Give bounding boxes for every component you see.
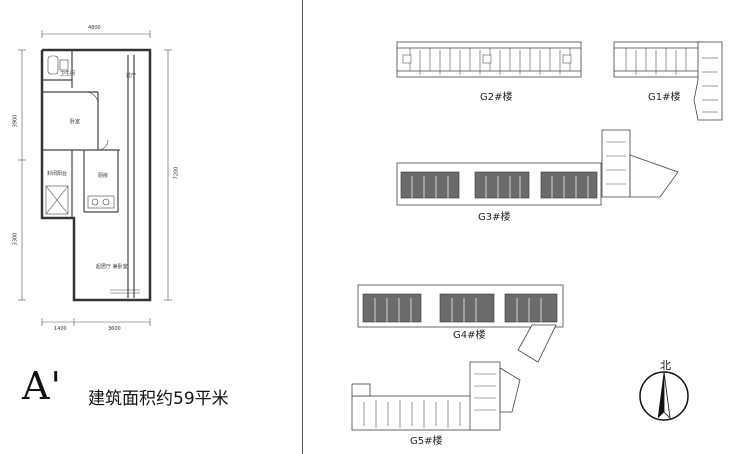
dim-right: 7200: [173, 166, 180, 180]
building-g3: [396, 129, 679, 206]
building-g2: [396, 41, 582, 78]
dim-left-upper: 3900: [12, 114, 19, 128]
g3-highlighted-units: [400, 171, 598, 199]
room-living: 起居厅 兼卧室: [96, 264, 128, 270]
building-g1: [613, 41, 723, 121]
window-marks: [110, 289, 140, 294]
g2-unit-cells: [402, 48, 572, 75]
room-bath: 卫生间: [60, 71, 76, 77]
kitchen-fixtures: [45, 185, 115, 215]
building-label-g1: G1#楼: [648, 92, 681, 103]
g1-unit-cells: [625, 48, 718, 113]
unit-floor-plan: [18, 30, 172, 326]
g3-unit-cells: [411, 176, 589, 198]
dim-top: 4800: [88, 25, 101, 31]
dim-left-lower: 3300: [12, 232, 19, 246]
north-compass: [639, 371, 689, 421]
unit-area-label: 建筑面积约59平米: [88, 389, 229, 409]
building-g4: [357, 284, 564, 363]
panel-divider: [302, 0, 303, 454]
compass-needle-light: [663, 371, 671, 420]
north-label: 北: [660, 359, 671, 372]
unit-type-label: A': [22, 364, 62, 408]
building-label-g2: G2#楼: [480, 92, 513, 103]
dim-bottom-right: 3600: [108, 326, 121, 332]
g4-unit-cells: [374, 298, 542, 322]
g4-highlighted-units: [362, 293, 558, 323]
g5-unit-cells: [363, 373, 496, 428]
compass-needle-dark: [657, 371, 665, 419]
dim-bottom-left: 1400: [54, 326, 67, 332]
outer-walls: [40, 48, 152, 302]
dimension-lines: [18, 30, 172, 326]
room-kitchen: 厨房: [98, 173, 109, 179]
room-bedroom: 卧室: [70, 119, 81, 125]
building-g5: [351, 361, 521, 431]
room-hall: 过厅: [126, 73, 137, 79]
g3-tower-cells: [606, 141, 626, 185]
bathroom-fixtures: [47, 55, 109, 151]
room-closet: 封闭阳台: [47, 171, 68, 177]
building-label-g5: G5#楼: [410, 436, 443, 447]
building-label-g4: G4#楼: [453, 330, 486, 341]
building-label-g3: G3#楼: [478, 212, 511, 223]
